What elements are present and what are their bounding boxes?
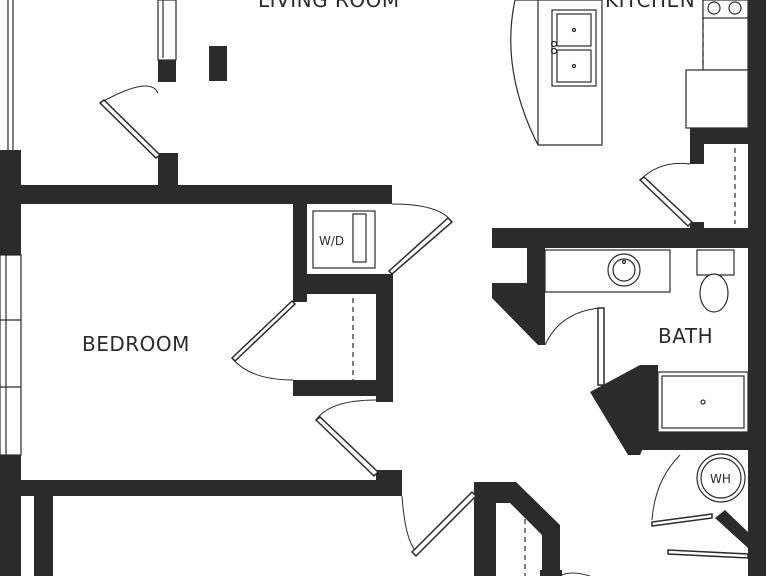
bedroom-closet-door <box>230 299 297 381</box>
living-stub-pillar <box>158 153 178 188</box>
bath-top-wall <box>492 228 754 248</box>
closet-left-stub <box>293 380 307 396</box>
bottom-right-door <box>559 549 749 576</box>
bath-lower-wall <box>640 432 754 450</box>
kitchen-fixtures <box>510 0 749 224</box>
bath-label: BATH <box>658 324 713 348</box>
hall-small-block <box>540 570 562 576</box>
bedroom-bottom-wall <box>0 480 402 496</box>
right-exterior-wall <box>715 0 766 576</box>
tv-console <box>157 0 177 61</box>
hall-door <box>401 490 478 558</box>
bath-left-diagonal-wall <box>492 248 545 345</box>
water-heater-door <box>651 454 713 527</box>
lower-left-wall <box>34 496 53 576</box>
left-exterior-wall-lower <box>0 455 21 576</box>
kitchen-closet-door <box>638 162 694 228</box>
living-room-door <box>98 85 162 159</box>
bedroom-label: BEDROOM <box>82 332 190 356</box>
kitchen-label: KITCHEN <box>605 0 695 12</box>
hall-diagonal-wall <box>496 482 560 576</box>
laundry-door <box>387 203 454 276</box>
living-room-label: LIVING ROOM <box>258 0 400 12</box>
washer-dryer-label: W/D <box>319 234 344 248</box>
bedroom-top-wall <box>0 185 392 204</box>
bedroom-window <box>0 254 22 456</box>
kitchen-closet-wall <box>690 128 752 144</box>
living-room-fixtures <box>157 0 227 82</box>
living-column <box>209 46 227 81</box>
bath-fixtures: WH <box>544 249 749 503</box>
hall-left-wall <box>474 482 496 576</box>
closet-right-wall <box>376 274 393 402</box>
bath-door <box>544 307 605 386</box>
laundry-bottom-wall <box>293 274 393 294</box>
refrigerator <box>685 69 749 129</box>
doors <box>98 85 749 576</box>
toilet-bowl <box>699 273 729 313</box>
water-heater-label: WH <box>710 472 731 486</box>
closet-bottom-wall <box>293 380 393 396</box>
kitchen-closet-left-wall <box>690 144 704 164</box>
kitchen-closet-left-lower <box>690 222 704 232</box>
toilet-tank <box>696 249 735 276</box>
bedroom-door-jamb <box>376 470 402 496</box>
bedroom-door <box>314 399 380 478</box>
laundry: W/D <box>312 210 376 269</box>
